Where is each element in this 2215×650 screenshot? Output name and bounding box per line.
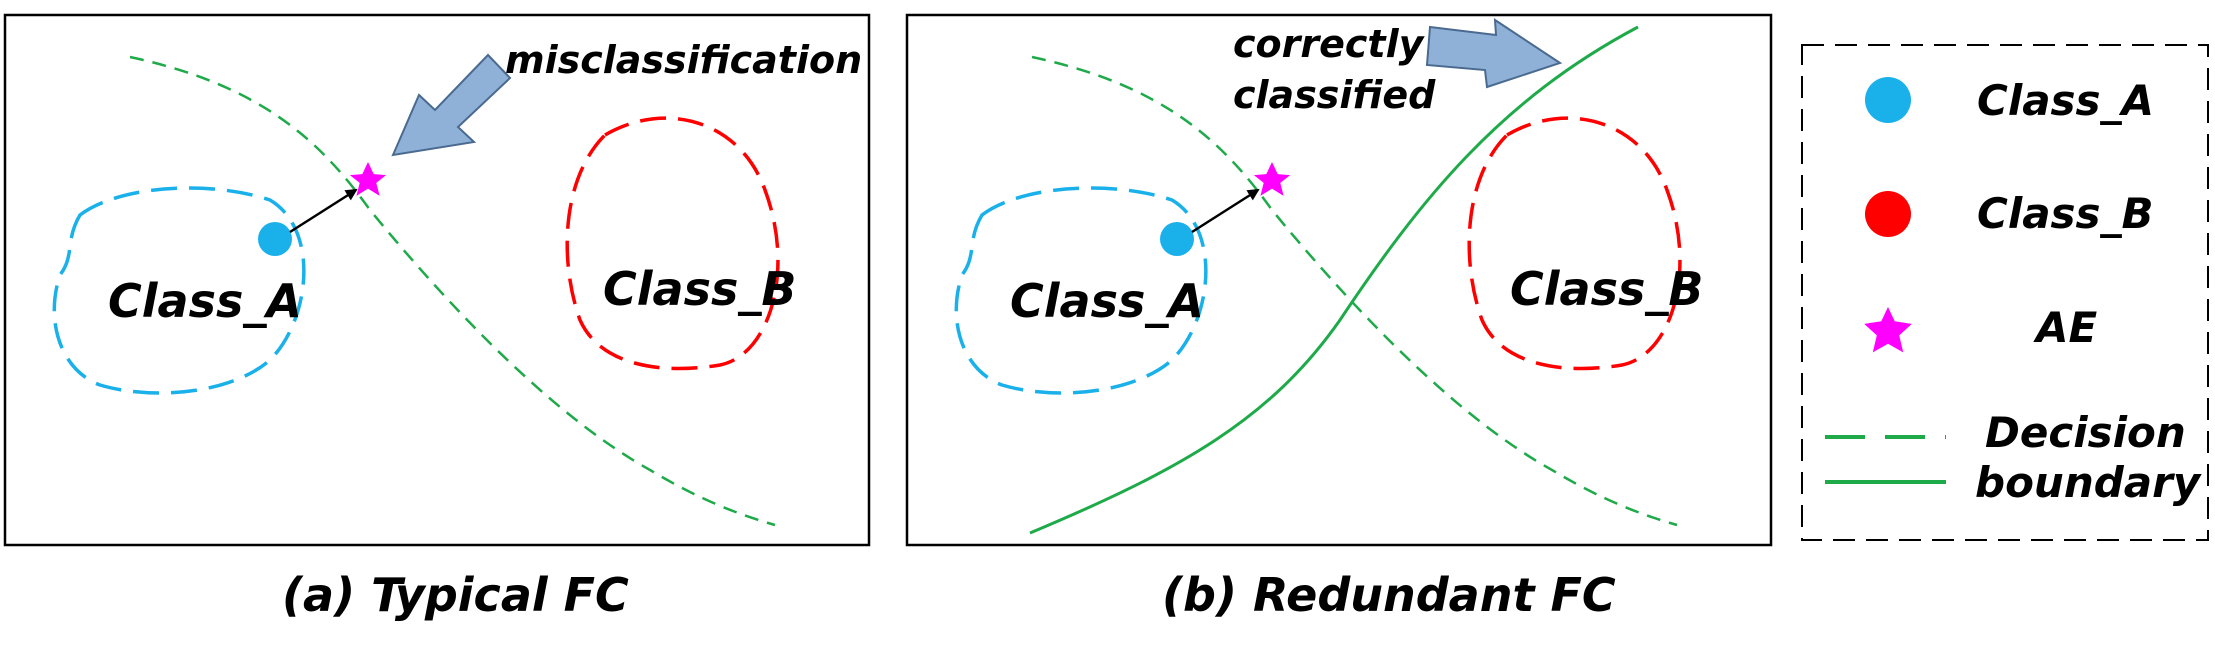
class-a-sample (258, 222, 292, 256)
class-b-region (565, 116, 780, 371)
legend-class-a-marker (1865, 77, 1911, 123)
class-b-label-b: Class_B (1510, 262, 1703, 316)
perturbation-arrow (289, 188, 358, 234)
legend-class-a-label: Class_A (1977, 76, 2154, 125)
correctly-classified-callout-arrow (1425, 18, 1563, 89)
caption-b: (b) Redundant FC (1162, 568, 1616, 622)
class-a-sample (1160, 222, 1194, 256)
legend-ae-marker (1864, 307, 1912, 353)
legend-class-b-marker (1865, 191, 1911, 237)
decision-boundary-dashed (129, 55, 776, 527)
decision-boundary-solid (1029, 25, 1639, 535)
misclassification-callout-arrow (391, 53, 512, 157)
misclassification-label: misclassification (505, 38, 862, 82)
class-a-label-a: Class_A (108, 274, 302, 328)
legend-class-b-label: Class_B (1977, 189, 2154, 238)
panel-redundant-fc: correctly classified Class_A Class_B (b)… (905, 13, 1773, 622)
decision-boundary-dashed (1031, 55, 1678, 527)
panel-a-frame (3, 13, 871, 547)
panel-typical-fc: misclassification Class_A Class_B (a) Ty… (3, 13, 871, 622)
legend-frame (1801, 44, 2209, 541)
class-b-region (1467, 116, 1682, 371)
legend-ae-label: AE (2033, 303, 2098, 352)
class-a-region (954, 186, 1208, 395)
perturbation-arrow (1191, 188, 1260, 234)
legend-decision-label: Decision (1985, 408, 2186, 457)
classified-label: classified (1233, 73, 1436, 117)
legend-boundary-label: boundary (1975, 458, 2202, 507)
correctly-label: correctly (1233, 22, 1426, 66)
caption-a: (a) Typical FC (282, 568, 629, 622)
class-a-label-b: Class_A (1010, 274, 1204, 328)
class-a-region (52, 186, 306, 395)
ae-star (1253, 162, 1291, 196)
ae-star (349, 162, 387, 196)
legend: Class_A Class_B AE Decision boundary (1801, 44, 2209, 541)
panel-b-frame (905, 13, 1773, 547)
class-b-label-a: Class_B (603, 262, 796, 316)
